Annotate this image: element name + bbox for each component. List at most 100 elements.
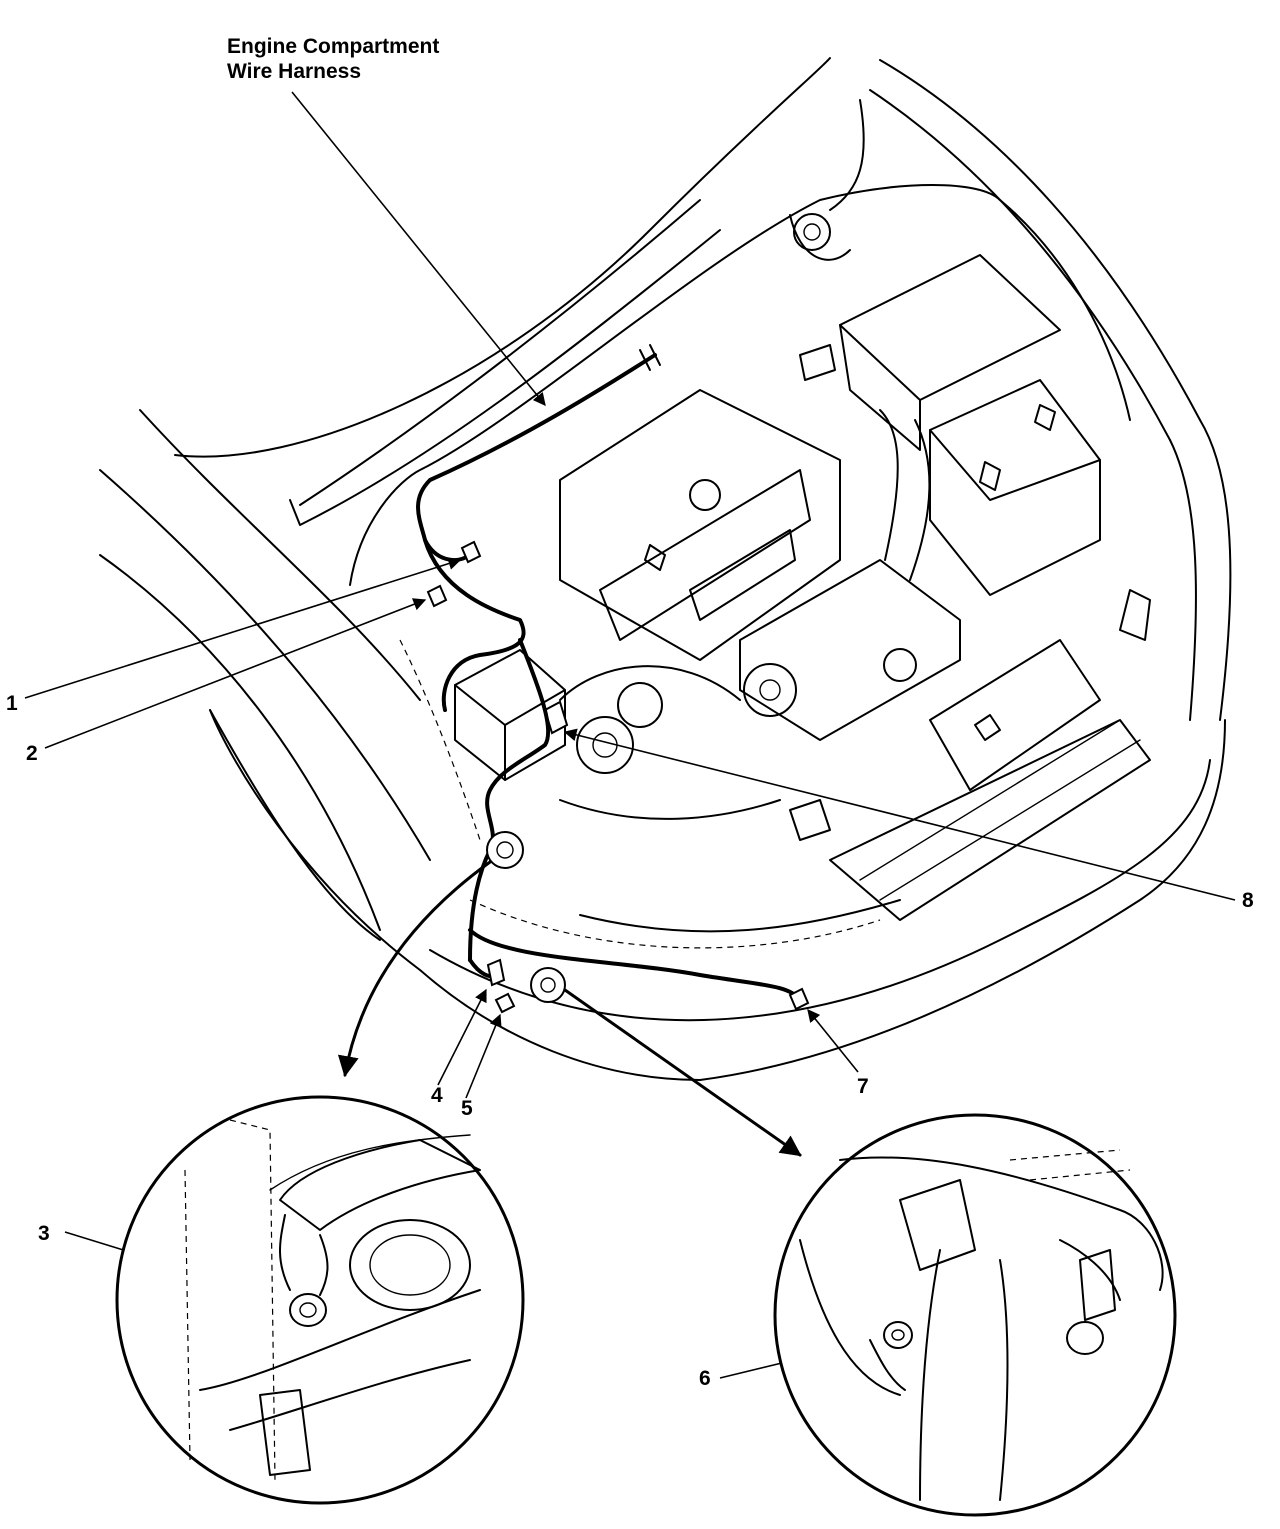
callout-3: 3 [38, 1222, 50, 1245]
callout-2: 2 [26, 742, 38, 765]
wire-harness [416, 344, 810, 1014]
callout-numbers: 1 2 3 4 5 6 7 8 [6, 692, 1254, 1390]
battery-terminal-2 [1034, 404, 1056, 431]
detail-right-hose-right [999, 1259, 1009, 1501]
ground-point-3-bolt [496, 841, 514, 859]
callout-1: 1 [6, 692, 18, 715]
callout-7: 7 [857, 1075, 869, 1098]
title-line-2: Wire Harness [227, 60, 361, 83]
detail-left-reservoir [349, 1219, 471, 1311]
harness-upper-run [416, 353, 657, 562]
harness-break-mark [639, 344, 661, 371]
connector-2 [426, 584, 448, 608]
grille-frame [829, 719, 1151, 921]
detail-view-left [115, 1095, 525, 1505]
hood-crease [299, 199, 701, 506]
leader-1 [24, 557, 462, 699]
connector-4 [486, 958, 506, 987]
radiator-cap [974, 714, 1001, 741]
detail-circle-right [773, 1113, 1177, 1517]
harness-fender-run [423, 538, 526, 712]
oil-cap [689, 479, 721, 511]
fender-apron-hidden [399, 639, 481, 841]
detail-left-hidden-2 [184, 1169, 191, 1461]
battery-terminal [979, 461, 1001, 491]
leader-8 [563, 728, 1236, 901]
bumper-outer [699, 719, 1226, 1081]
detail-ground-bolt-3 [299, 1302, 317, 1318]
car-body [99, 57, 1232, 1081]
intake-hose-right [909, 419, 931, 581]
title-leader [291, 91, 546, 406]
ground-point-6 [530, 967, 566, 1003]
connector-1 [460, 540, 482, 564]
ground-point-6-bolt [540, 977, 556, 993]
detail-right-body-edge [839, 1156, 1164, 1291]
callout-6: 6 [699, 1367, 711, 1390]
pulley-1-hub [592, 732, 618, 758]
detail-right-block [899, 1179, 976, 1271]
detail-left-harness-sheath [279, 1139, 481, 1231]
leader-4 [437, 988, 487, 1086]
radiator-support [579, 899, 901, 933]
fan-hub [883, 648, 917, 682]
engine-bay [349, 184, 1131, 841]
under-hood-fuse-box [454, 649, 566, 781]
hood-right-inner [869, 89, 1171, 441]
bumper-beam-hidden [469, 899, 881, 949]
leader-2 [44, 598, 427, 749]
detail-left-wire-2 [319, 1234, 329, 1296]
callout-5: 5 [461, 1097, 473, 1120]
relay-box [799, 344, 836, 381]
engine-cover [559, 389, 841, 661]
strut-mount-left [793, 213, 831, 251]
hood-seal [289, 229, 721, 526]
detail-ground-bolt-6 [891, 1329, 905, 1341]
belt-upper [559, 665, 741, 701]
radiator-fan-shroud [739, 559, 961, 741]
belt-lower [559, 799, 781, 820]
callout-8: 8 [1242, 889, 1254, 912]
fender-left-line-2 [99, 554, 381, 931]
fender-right-inner [1169, 439, 1197, 721]
air-box-side [839, 324, 921, 451]
harness-title: Engine Compartment Wire Harness [227, 35, 439, 83]
pulley-3 [743, 663, 797, 717]
bumper-front-lower [429, 759, 1211, 1022]
detail-left-hose [229, 1359, 471, 1431]
hood-right-edge [879, 59, 1201, 421]
detail-left-rail [199, 1289, 481, 1391]
pulley-3-hub [759, 679, 781, 701]
detail-left-hidden-1 [229, 1119, 276, 1481]
detail-left-bracket [259, 1389, 311, 1476]
detail-right-connector [1079, 1249, 1116, 1321]
ground-point-3 [486, 831, 524, 869]
fender-left-line-1 [99, 469, 431, 861]
battery [929, 379, 1101, 596]
engine-cover-badge [689, 529, 796, 621]
detail-ground-terminal-3 [289, 1293, 327, 1327]
leader-5 [465, 1013, 502, 1099]
detail-left-harness-top [269, 1134, 471, 1191]
engine-cover-panel [599, 469, 811, 641]
detail-ground-terminal-6 [883, 1321, 913, 1349]
detail-left-wire-1 [279, 1214, 291, 1291]
radiator [929, 639, 1101, 791]
pulley-1 [576, 716, 634, 774]
strut-bolt-left [803, 223, 821, 241]
bay-outline [349, 184, 1131, 586]
leader-7 [807, 1009, 859, 1073]
detail-left-reservoir-inner [369, 1234, 451, 1296]
detail-pointer-left [337, 860, 492, 1078]
connector-7 [788, 987, 810, 1011]
detail-right-hidden-1 [1009, 1149, 1121, 1161]
hood-edge [174, 57, 831, 458]
detail-pointer-right [563, 988, 802, 1157]
detail-terminal-right [1066, 1321, 1104, 1355]
detail-view-right [773, 1113, 1177, 1517]
pulley-2 [617, 682, 663, 728]
detail-right-wire-6 [869, 1339, 906, 1391]
detail-right-wire-bundle [1059, 1239, 1121, 1301]
